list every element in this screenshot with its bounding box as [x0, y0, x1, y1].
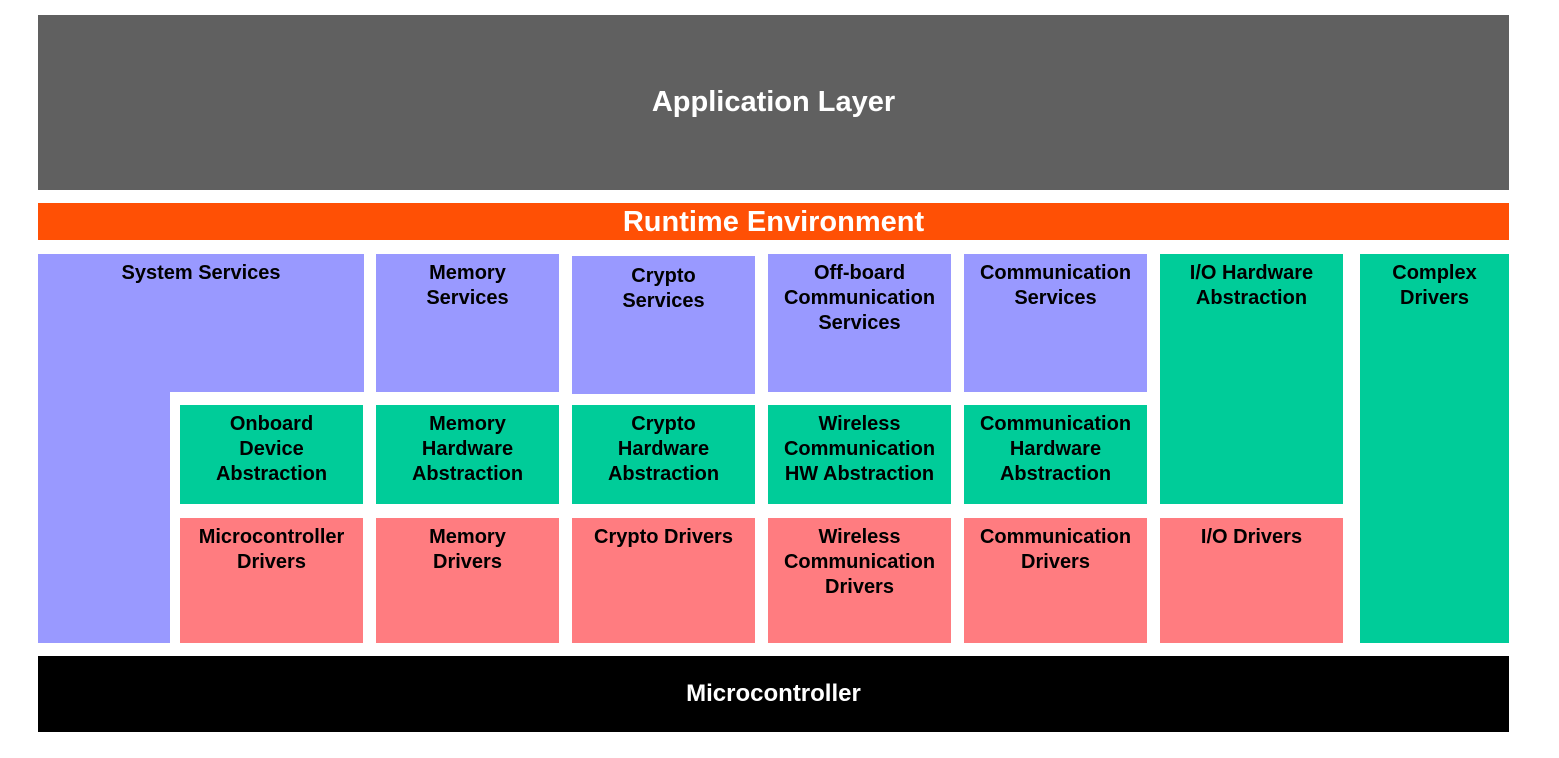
system-services: System Services	[38, 254, 364, 392]
io-hardware-abstraction: I/O Hardware Abstraction	[1160, 254, 1343, 504]
crypto-hardware-abstraction-label: Crypto Hardware Abstraction	[607, 413, 720, 485]
memory-drivers-label: Memory Drivers	[429, 526, 506, 573]
runtime-environment: Runtime Environment	[38, 203, 1509, 240]
complex-drivers: Complex Drivers	[1360, 254, 1509, 643]
complex-drivers-label: Complex Drivers	[1392, 262, 1477, 309]
offboard-communication-services-label: Off-board Communication Services	[783, 262, 936, 334]
wireless-communication-hw-abstraction: Wireless Communication HW Abstraction	[768, 405, 951, 504]
offboard-communication-services: Off-board Communication Services	[768, 254, 951, 392]
microcontroller-layer: Microcontroller	[38, 656, 1509, 732]
crypto-drivers-label: Crypto Drivers	[594, 526, 733, 548]
communication-hardware-abstraction: Communication Hardware Abstraction	[964, 405, 1147, 504]
crypto-services: Crypto Services	[572, 256, 755, 394]
system-services-label: System Services	[121, 262, 281, 284]
runtime-environment-label: Runtime Environment	[622, 205, 925, 238]
communication-services: Communication Services	[964, 254, 1147, 392]
wireless-communication-hw-abstraction-label: Wireless Communication HW Abstraction	[783, 413, 936, 485]
system-services-extension	[38, 390, 170, 643]
crypto-services-label: Crypto Services	[622, 265, 705, 312]
application-layer-label: Application Layer	[651, 85, 896, 118]
io-drivers: I/O Drivers	[1160, 518, 1343, 643]
communication-hardware-abstraction-label: Communication Hardware Abstraction	[979, 413, 1132, 485]
memory-hardware-abstraction: Memory Hardware Abstraction	[376, 405, 559, 504]
microcontroller-drivers-label: Microcontroller Drivers	[198, 526, 345, 573]
microcontroller-drivers: Microcontroller Drivers	[180, 518, 363, 643]
communication-drivers-label: Communication Drivers	[979, 526, 1132, 573]
communication-services-label: Communication Services	[979, 262, 1132, 309]
memory-hardware-abstraction-label: Memory Hardware Abstraction	[411, 413, 524, 485]
crypto-hardware-abstraction: Crypto Hardware Abstraction	[572, 405, 755, 504]
io-drivers-label: I/O Drivers	[1200, 526, 1303, 548]
microcontroller-layer-label: Microcontroller	[686, 680, 861, 707]
onboard-device-abstraction-label: Onboard Device Abstraction	[215, 413, 328, 485]
wireless-communication-drivers-label: Wireless Communication Drivers	[783, 526, 936, 598]
application-layer: Application Layer	[38, 15, 1509, 190]
wireless-communication-drivers: Wireless Communication Drivers	[768, 518, 951, 643]
communication-drivers: Communication Drivers	[964, 518, 1147, 643]
io-hardware-abstraction-label: I/O Hardware Abstraction	[1189, 262, 1314, 309]
memory-services: Memory Services	[376, 254, 559, 392]
memory-drivers: Memory Drivers	[376, 518, 559, 643]
onboard-device-abstraction: Onboard Device Abstraction	[180, 405, 363, 504]
crypto-drivers: Crypto Drivers	[572, 518, 755, 643]
memory-services-label: Memory Services	[426, 262, 509, 309]
